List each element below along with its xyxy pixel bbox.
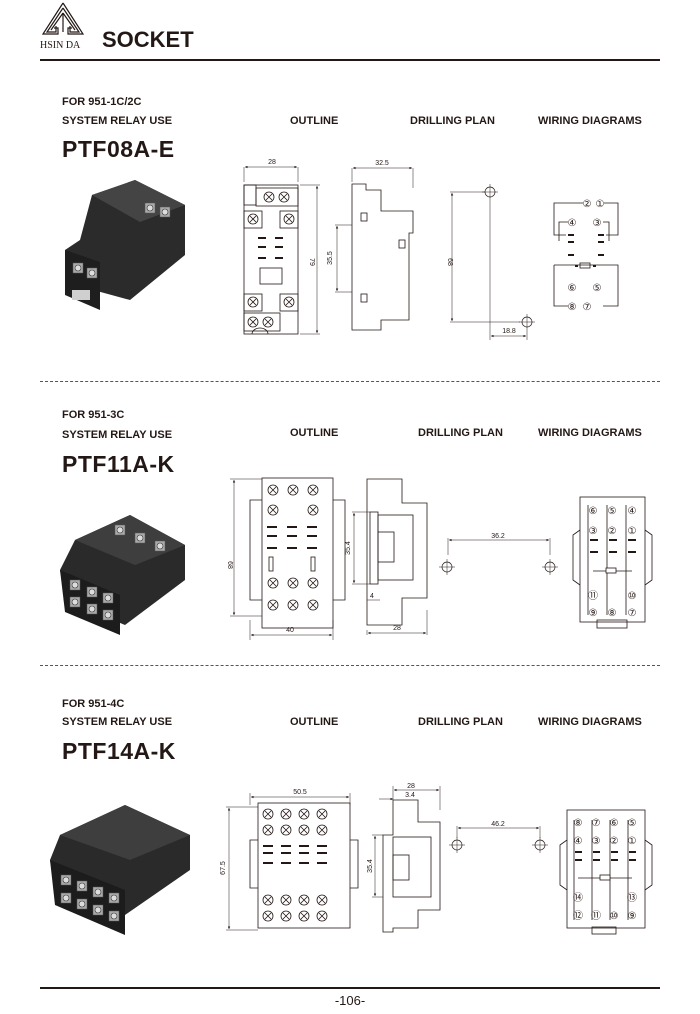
wiring-pin-label: ⑪ — [588, 590, 598, 602]
dim-width: 40 — [286, 627, 294, 634]
section3-drilling-heading: DRILLING PLAN — [418, 716, 503, 728]
wiring-pin-label: ④ — [568, 218, 577, 229]
wiring-pin-label: ⑧ — [568, 302, 577, 313]
section3-wiring-heading: WIRING DIAGRAMS — [538, 716, 642, 728]
wiring-pin-label: ⑩ — [628, 591, 637, 602]
wiring-pin-label: ⑧ — [574, 818, 583, 829]
section3-for: FOR 951-4C — [62, 698, 125, 710]
section-divider — [40, 665, 660, 666]
wiring-pin-label: ② — [583, 199, 592, 210]
section1-outline-heading: OUTLINE — [290, 115, 339, 127]
section-divider — [40, 381, 660, 382]
wiring-pin-label: ② — [610, 836, 619, 847]
wiring-pin-label: ⑨ — [589, 608, 598, 619]
ptf14a-k-product-photo — [50, 805, 190, 935]
section3-outline-heading: OUTLINE — [290, 716, 339, 728]
section2-model: PTF11A-K — [62, 451, 175, 477]
wiring-pin-label: ⑤ — [628, 818, 637, 829]
dim-depth: 28 — [393, 625, 401, 632]
dim-height: 68 — [226, 561, 233, 569]
dim-depth: 32.5 — [375, 160, 389, 167]
wiring-pin-label: ① — [628, 836, 637, 847]
wiring-pin-label: ③ — [593, 218, 602, 229]
wiring-pin-label: ④ — [574, 836, 583, 847]
dim-width: 28 — [268, 159, 276, 166]
dim-hole-h: 46.2 — [491, 821, 505, 828]
wiring-pin-label: ⑥ — [610, 818, 619, 829]
wiring-pin-label: ⑦ — [592, 818, 601, 829]
wiring-pin-label: ⑬ — [627, 892, 637, 904]
dim-rail: 35.5 — [327, 251, 334, 265]
section2-for: FOR 951-3C — [62, 409, 125, 421]
wiring-pin-label: ⑪ — [591, 910, 601, 922]
dim-offset: 3.4 — [405, 792, 415, 799]
wiring-pin-label: ③ — [589, 526, 598, 537]
section2-use: SYSTEM RELAY USE — [62, 429, 173, 441]
dim-height: 67.5 — [220, 861, 227, 875]
section2-drilling-heading: DRILLING PLAN — [418, 427, 503, 439]
wiring-pin-label: ⑨ — [628, 911, 637, 922]
wiring-pin-label: ② — [608, 526, 617, 537]
dim-width: 50.5 — [293, 789, 307, 796]
wiring-pin-label: ⑩ — [610, 911, 619, 922]
dim-depth: 28 — [407, 783, 415, 790]
page-number: -106- — [334, 993, 366, 1008]
section1-model: PTF08A-E — [62, 136, 175, 162]
wiring-pin-label: ⑭ — [573, 892, 583, 904]
section2-outline-heading: OUTLINE — [290, 427, 339, 439]
dim-hole-v: 68 — [446, 258, 453, 266]
wiring-pin-label: ⑦ — [583, 302, 592, 313]
wiring-pin-label: ④ — [628, 506, 637, 517]
wiring-pin-label: ⑤ — [608, 506, 617, 517]
wiring-pin-label: ⑤ — [593, 283, 602, 294]
dim-hole-h: 18.8 — [502, 328, 516, 335]
ptf11a-k-product-photo — [60, 515, 185, 635]
wiring-pin-label: ⑫ — [573, 910, 583, 922]
ptf08a-e-product-photo — [65, 180, 185, 310]
wiring-pin-label: ⑥ — [589, 506, 598, 517]
section3-use: SYSTEM RELAY USE — [62, 716, 173, 728]
dim-height: 79 — [308, 258, 315, 266]
wiring-pin-label: ⑥ — [568, 283, 577, 294]
dim-offset: 4 — [370, 593, 374, 600]
wiring-pin-label: ① — [596, 199, 605, 210]
wiring-pin-label: ① — [628, 526, 637, 537]
wiring-pin-label: ⑧ — [608, 608, 617, 619]
dim-rail: 35.4 — [367, 859, 374, 873]
section3-model: PTF14A-K — [62, 738, 176, 764]
footer-rule — [40, 987, 660, 989]
section1-for: FOR 951-1C/2C — [62, 96, 142, 108]
section1-use: SYSTEM RELAY USE — [62, 115, 173, 127]
page-title: SOCKET — [102, 27, 194, 52]
wiring-pin-label: ③ — [592, 836, 601, 847]
section1-drilling-heading: DRILLING PLAN — [410, 115, 495, 127]
brand-name: HSIN DA — [40, 40, 81, 51]
section2-wiring-heading: WIRING DIAGRAMS — [538, 427, 642, 439]
dim-hole-h: 36.2 — [491, 533, 505, 540]
wiring-pin-label: ⑦ — [628, 608, 637, 619]
header-rule — [40, 59, 660, 61]
dim-rail: 35.4 — [345, 541, 352, 555]
hsin-da-logo-icon — [41, 2, 85, 35]
section1-wiring-heading: WIRING DIAGRAMS — [538, 115, 642, 127]
